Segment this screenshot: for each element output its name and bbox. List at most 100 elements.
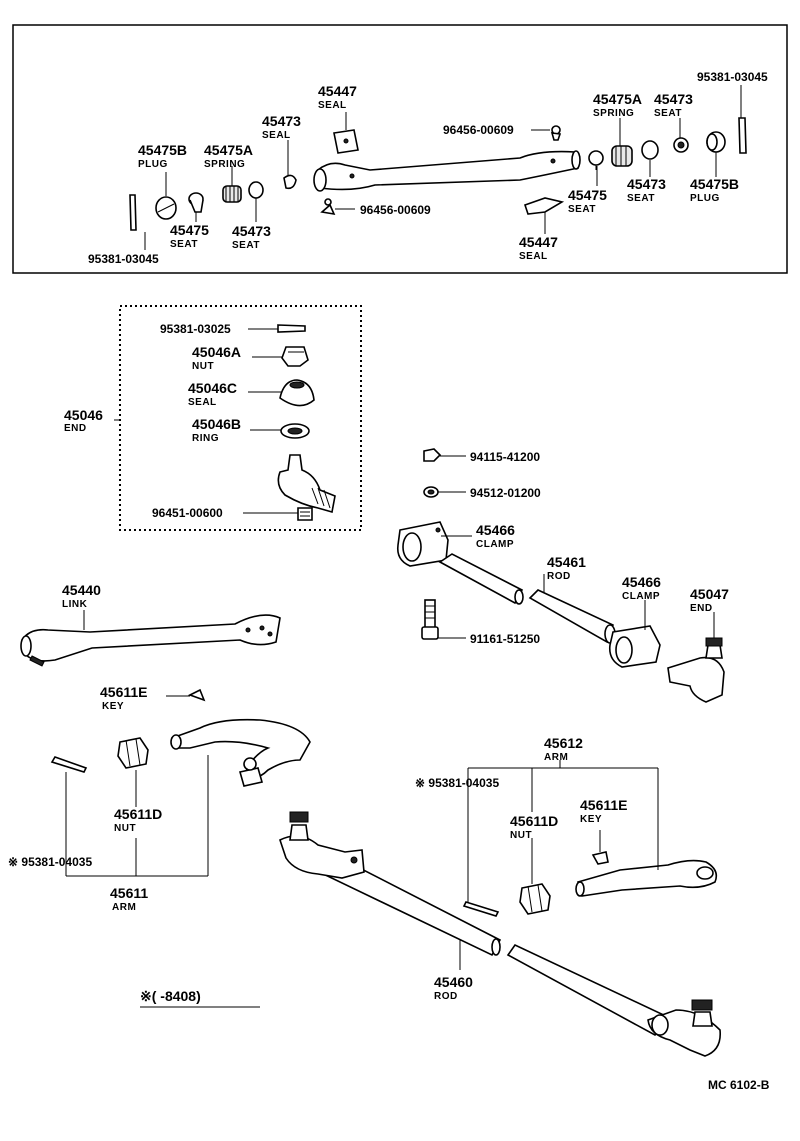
label-45466-right: 45466 bbox=[622, 574, 661, 590]
label-45473-right-top-desc: SEAT bbox=[654, 108, 682, 119]
label-45475A-left: 45475A bbox=[204, 142, 253, 158]
label-45473-right-top: 45473 bbox=[654, 91, 693, 107]
label-45611-desc: ARM bbox=[112, 902, 136, 913]
label-45475-left: 45475 bbox=[170, 222, 209, 238]
label-45466-left: 45466 bbox=[476, 522, 515, 538]
label-45461: 45461 bbox=[547, 554, 586, 570]
label-45047: 45047 bbox=[690, 586, 729, 602]
label-96451-00600: 96451-00600 bbox=[152, 506, 223, 520]
label-45447-bottom-desc: SEAL bbox=[519, 251, 548, 262]
label-45611E-bottom: 45611E bbox=[580, 797, 628, 813]
label-45611E-bottom-desc: KEY bbox=[580, 814, 602, 825]
label-45475-right: 45475 bbox=[568, 187, 607, 203]
tie-rod-end-45047 bbox=[667, 637, 725, 703]
label-45447-top: 45447 bbox=[318, 83, 357, 99]
label-96456-00609-bottom: 96456-00609 bbox=[360, 203, 431, 217]
cotter-pin-end bbox=[277, 324, 306, 333]
drag-link-tube bbox=[313, 150, 581, 192]
tie-rod-end-right-bottom bbox=[647, 999, 722, 1057]
seal-45447-bottom bbox=[523, 197, 565, 215]
label-95381-03045-left: 95381-03045 bbox=[88, 252, 159, 266]
label-45475A-right: 45475A bbox=[593, 91, 642, 107]
seat-right-lower bbox=[641, 140, 659, 160]
label-45475-right-desc: SEAT bbox=[568, 204, 596, 215]
label-45475A-right-desc: SPRING bbox=[593, 108, 634, 119]
label-45611D-left-desc: NUT bbox=[114, 823, 136, 834]
nut-45046A bbox=[281, 346, 309, 367]
label-code: MC 6102-B bbox=[708, 1078, 770, 1092]
label-45611D-bottom: 45611D bbox=[510, 813, 558, 829]
link-45440 bbox=[20, 614, 281, 667]
plug-left bbox=[155, 196, 177, 220]
label-45047-desc: END bbox=[690, 603, 713, 614]
label-45612: 45612 bbox=[544, 735, 583, 751]
ring-45046B bbox=[280, 423, 310, 439]
rod-45461-left-segment bbox=[438, 553, 524, 605]
nut-45611D-left bbox=[117, 737, 149, 769]
label-45612-desc: ARM bbox=[544, 752, 568, 763]
label-45046: 45046 bbox=[64, 407, 103, 423]
label-45466-left-desc: CLAMP bbox=[476, 539, 514, 550]
seal-45447-top bbox=[333, 129, 359, 154]
label-45611D-left: 45611D bbox=[114, 806, 162, 822]
seat-left-upper bbox=[283, 174, 297, 190]
label-94512-01200: 94512-01200 bbox=[470, 486, 541, 500]
key-45611E-left bbox=[187, 688, 206, 702]
label-45461-desc: ROD bbox=[547, 571, 571, 582]
label-45475-left-desc: SEAT bbox=[170, 239, 198, 250]
cotter-pin-left-mid bbox=[50, 756, 88, 773]
label-45046C-desc: SEAL bbox=[188, 397, 217, 408]
label-45475B-left: 45475B bbox=[138, 142, 187, 158]
nut-94115 bbox=[423, 448, 442, 462]
cotter-pin-right bbox=[738, 117, 747, 154]
label-45611E-left: 45611E bbox=[100, 684, 148, 700]
label-45473-top: 45473 bbox=[262, 113, 301, 129]
label-45046B: 45046B bbox=[192, 416, 241, 432]
spring-seat-right bbox=[588, 150, 604, 170]
grease-fitting-bottom bbox=[320, 198, 336, 216]
cotter-pin-left bbox=[129, 194, 137, 231]
top-panel-frame bbox=[12, 24, 788, 274]
label-45611D-bottom-desc: NUT bbox=[510, 830, 532, 841]
seat-right-upper bbox=[673, 137, 689, 153]
spring-left bbox=[222, 185, 242, 203]
washer-94512 bbox=[423, 486, 439, 498]
arm-45611 bbox=[170, 718, 311, 787]
label-45466-right-desc: CLAMP bbox=[622, 591, 660, 602]
nut-45611D-bottom bbox=[519, 883, 551, 915]
label-45447-top-desc: SEAL bbox=[318, 100, 347, 111]
cotter-pin-bottom bbox=[462, 901, 500, 917]
label-45440-desc: LINK bbox=[62, 599, 88, 610]
label-45046C: 45046C bbox=[188, 380, 237, 396]
plug-right bbox=[706, 131, 726, 153]
label-45046A-desc: NUT bbox=[192, 361, 214, 372]
label-45473-right-bottom: 45473 bbox=[627, 176, 666, 192]
arm-45612 bbox=[575, 859, 718, 897]
label-45046B-desc: RING bbox=[192, 433, 219, 444]
rod-45460-right bbox=[506, 943, 672, 1037]
label-96456-00609-top: 96456-00609 bbox=[443, 123, 514, 137]
label-45473-top-desc: SEAL bbox=[262, 130, 291, 141]
label-95381-03045-right: 95381-03045 bbox=[697, 70, 768, 84]
clamp-45466-left bbox=[396, 521, 449, 567]
seat-left-lower bbox=[248, 181, 264, 199]
label-45475B-left-desc: PLUG bbox=[138, 159, 168, 170]
label-95381-04035-bottom: ※ 95381-04035 bbox=[415, 776, 499, 790]
label-note: ※( -8408) bbox=[140, 988, 201, 1004]
label-95381-04035-left: ※ 95381-04035 bbox=[8, 855, 92, 869]
clamp-45466-right bbox=[608, 625, 661, 668]
key-45611E-bottom bbox=[591, 851, 609, 865]
tie-rod-end-45046 bbox=[277, 454, 336, 514]
label-45447-bottom: 45447 bbox=[519, 234, 558, 250]
label-45460: 45460 bbox=[434, 974, 473, 990]
label-45611E-left-desc: KEY bbox=[102, 701, 124, 712]
label-91161-51250: 91161-51250 bbox=[470, 632, 540, 646]
end-assembly-box bbox=[119, 305, 362, 531]
label-94115-41200: 94115-41200 bbox=[470, 450, 540, 464]
label-45460-desc: ROD bbox=[434, 991, 458, 1002]
grease-fitting-top bbox=[550, 125, 562, 141]
spring-right bbox=[611, 145, 633, 167]
rod-45461 bbox=[528, 589, 616, 644]
